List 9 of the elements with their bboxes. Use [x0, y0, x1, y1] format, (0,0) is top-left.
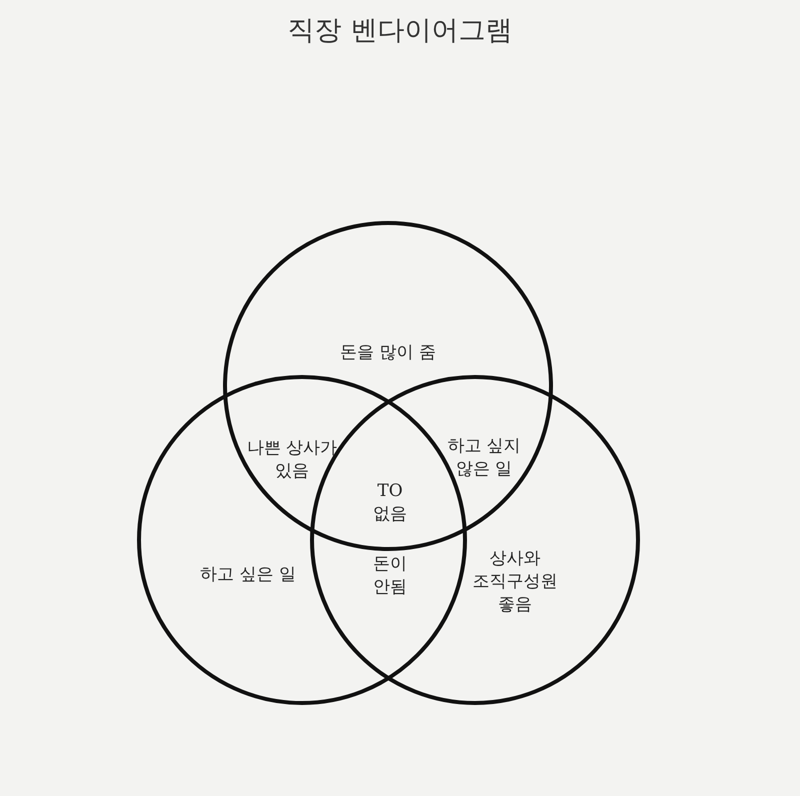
overlap-label: TO 없음 — [372, 480, 408, 526]
overlap-label: 돈이 안됨 — [372, 553, 408, 599]
circle-label: 돈을 많이 줌 — [339, 342, 437, 364]
circle-label: 하고 싶은 일 — [199, 564, 297, 586]
circle-label: 상사와 조직구성원 좋음 — [472, 548, 558, 616]
overlap-label: 하고 싶지 않은 일 — [446, 435, 522, 481]
venn-circle — [223, 221, 553, 551]
title: 직장 벤다이어그램 — [288, 14, 512, 48]
overlap-label: 나쁜 상사가 있음 — [246, 437, 338, 483]
